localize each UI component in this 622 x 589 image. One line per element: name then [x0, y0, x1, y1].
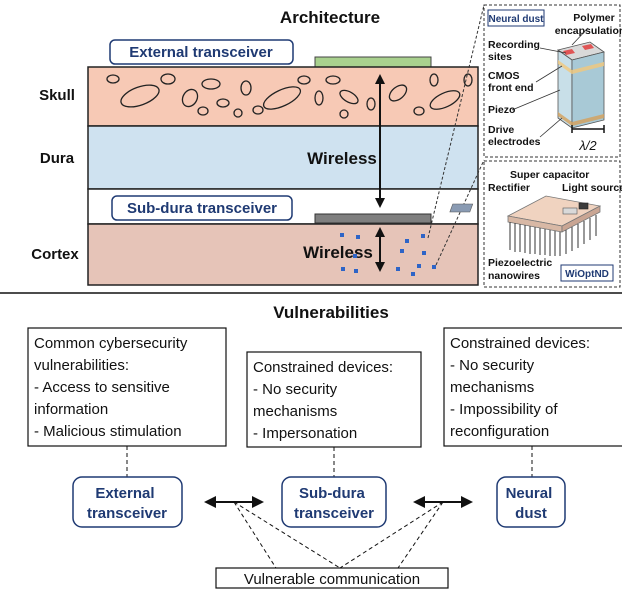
- piezo-label: Piezo: [488, 104, 515, 116]
- neural-dust-tag: Neural dust: [488, 14, 544, 25]
- common-vulnerabilities-box: [27, 327, 227, 447]
- wioptnd-tag: WiOptND: [565, 269, 609, 280]
- dura-label: Dura: [40, 150, 75, 167]
- common-vulnerabilities-text: Common cybersecurity vulnerabilities: - …: [34, 335, 192, 440]
- neural-dust-vulnerabilities-box: [443, 327, 622, 447]
- sites-label: sites: [488, 51, 512, 63]
- neural-dust-particles: [340, 233, 436, 276]
- neural-dust-leaders: [511, 27, 589, 138]
- external-transceiver-node-text: External transceiver: [87, 485, 167, 522]
- dura-layer: [87, 125, 479, 190]
- neural-dust-node: [496, 476, 566, 528]
- zoom-line-wioptnd: [435, 159, 485, 266]
- subdura-vulnerabilities-text: Constrained devices: - No security mecha…: [253, 359, 397, 442]
- vulnerable-communication-connectors: [233, 501, 444, 569]
- neural-dust-vulnerabilities-text: Constrained devices: - No security mecha…: [450, 335, 594, 440]
- subdura-transceiver-node: [281, 476, 387, 528]
- nanowires-label: nanowires: [488, 270, 540, 282]
- subdura-transceiver-label-box: [111, 195, 293, 221]
- skull-layer: [87, 66, 479, 127]
- external-transceiver-device: [314, 56, 432, 68]
- external-transceiver-label: External transceiver: [129, 44, 273, 61]
- recording-label: Recording: [488, 39, 540, 51]
- vulnerabilities-title: Vulnerabilities: [273, 303, 389, 322]
- electrodes-label: electrodes: [488, 136, 541, 148]
- cortex-label: Cortex: [31, 246, 79, 263]
- wireless-lower-label: Wireless: [303, 243, 373, 262]
- wireless-upper-label: Wireless: [307, 149, 377, 168]
- neural-dust-node-text: Neural dust: [506, 485, 557, 522]
- subdura-transceiver-node-text: Sub-dura transceiver: [294, 485, 374, 522]
- subdura-transceiver-label: Sub-dura transceiver: [127, 200, 277, 217]
- neural-dust-mote: [557, 41, 605, 129]
- external-transceiver-node: [72, 476, 183, 528]
- neural-dust-tag-box: [487, 9, 545, 27]
- lambda-half-label: λ/2: [578, 138, 597, 153]
- super-capacitor-label: Super capacitor: [510, 169, 589, 181]
- cmos-label: CMOS: [488, 70, 520, 82]
- skull-bone-texture: [106, 73, 473, 119]
- drive-label: Drive: [488, 124, 514, 136]
- encapsulation-label: encapsulation: [555, 25, 622, 37]
- front-end-label: front end: [488, 82, 534, 94]
- vulnerable-communication-label: Vulnerable communication: [244, 571, 420, 588]
- box-node-connectors: [126, 446, 533, 477]
- wioptnd-device: [449, 195, 602, 233]
- cortex-layer: [87, 223, 479, 286]
- piezoelectric-label: Piezoelectric: [488, 257, 552, 269]
- wioptnd-tag-box: [560, 264, 614, 282]
- skull-label: Skull: [39, 87, 75, 104]
- external-transceiver-label-box: [109, 39, 294, 65]
- architecture-title: Architecture: [280, 8, 380, 27]
- polymer-label: Polymer: [573, 12, 614, 24]
- vulnerable-communication-box: [215, 567, 449, 589]
- subdura-transceiver-device: [314, 213, 432, 224]
- piezoelectric-nanowires: [509, 215, 597, 256]
- rectifier-label: Rectifier: [488, 182, 530, 194]
- light-source-label: Light source: [562, 182, 622, 194]
